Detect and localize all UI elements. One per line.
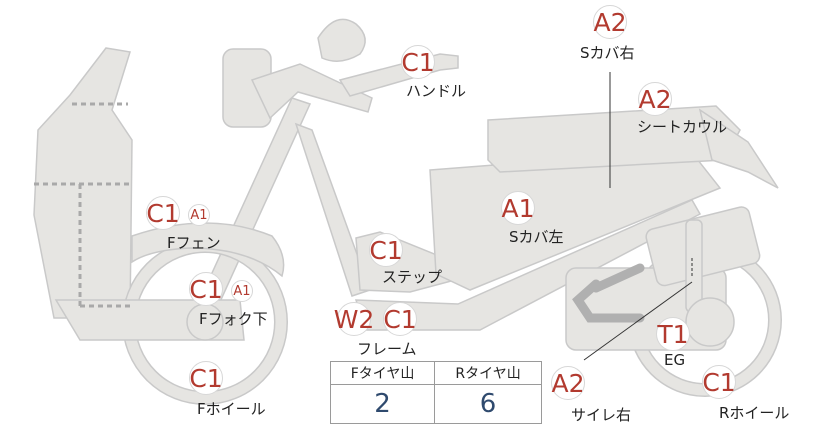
front-fender bbox=[131, 222, 285, 278]
grade-badge: C1 bbox=[383, 302, 417, 336]
grade-badge: W2 bbox=[334, 302, 374, 336]
grade-badge-secondary: A1 bbox=[231, 280, 253, 302]
grade-badge: C1 bbox=[146, 196, 180, 230]
part-label: ステップ bbox=[382, 268, 443, 286]
grade-badge-secondary: A1 bbox=[188, 204, 210, 226]
rear-tread-header: Rタイヤ山 bbox=[434, 361, 542, 385]
seat-cowl bbox=[698, 108, 779, 189]
part-label: Fホイール bbox=[197, 400, 266, 418]
mirror bbox=[317, 18, 366, 62]
grade-badge: C1 bbox=[702, 365, 736, 399]
part-label: Fフォク下 bbox=[199, 310, 268, 328]
grade-badge: A2 bbox=[551, 366, 585, 400]
part-label: サイレ右 bbox=[571, 406, 632, 424]
grade-badge: C1 bbox=[401, 45, 435, 79]
front-tread-value: 2 bbox=[329, 384, 436, 424]
grade-badge: A2 bbox=[638, 82, 672, 116]
grade-badge: T1 bbox=[656, 317, 690, 351]
grade-badge: A2 bbox=[593, 5, 627, 39]
tire-tread-table: Fタイヤ山 Rタイヤ山 2 6 bbox=[329, 361, 542, 424]
rear-tread-value: 6 bbox=[434, 384, 542, 424]
grade-badge: C1 bbox=[189, 361, 223, 395]
part-label: Fフェン bbox=[167, 234, 221, 252]
muffler bbox=[645, 206, 761, 287]
head-neck bbox=[250, 63, 373, 120]
rear-hub bbox=[685, 297, 735, 347]
part-label: EG bbox=[664, 351, 686, 369]
part-label: Rホイール bbox=[719, 404, 790, 422]
rear-shock bbox=[685, 219, 703, 313]
front-tread-header: Fタイヤ山 bbox=[329, 361, 436, 385]
exhaust-pipe bbox=[572, 279, 645, 323]
part-label: Sカバ左 bbox=[509, 228, 564, 246]
grade-badge: C1 bbox=[369, 233, 403, 267]
part-label: シートカウル bbox=[637, 118, 728, 136]
part-label: フレーム bbox=[357, 340, 417, 358]
grade-badge: C1 bbox=[189, 272, 223, 306]
grade-badge: A1 bbox=[501, 191, 535, 225]
part-label: ハンドル bbox=[406, 82, 467, 100]
part-label: Sカバ右 bbox=[580, 44, 635, 62]
